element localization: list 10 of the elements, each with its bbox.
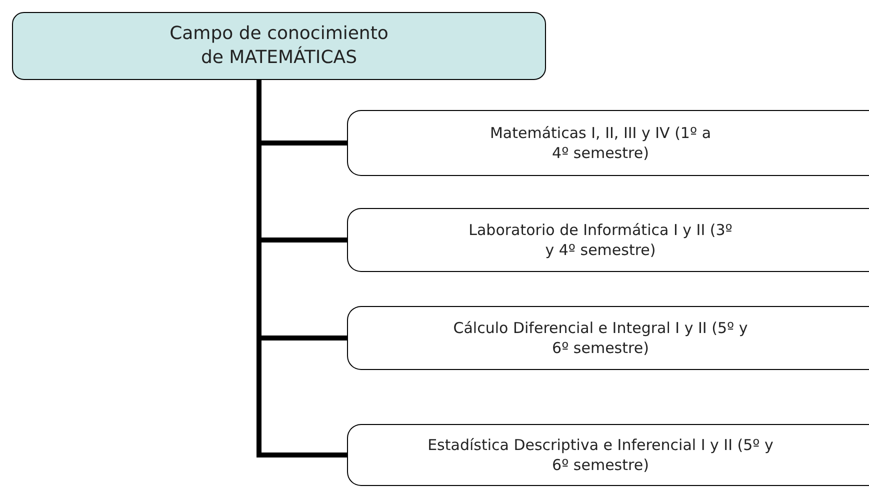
title-box [12,12,546,80]
course-box [347,208,869,272]
course-box [347,110,869,176]
course-text: Matemáticas I, II, III y IV (1º a 4º semestre) [488,122,712,164]
course-text: Cálculo Diferencial e Integral I y II (5º y 6º semestre) [452,318,749,358]
course-box [347,306,869,370]
course-text: Estadística Descriptiva e Inferencial I y II (5º y 6º semestre) [426,434,774,476]
title-text: Campo de conocimiento de MATEMÁTICAS [168,22,390,70]
course-box [347,424,869,486]
course-text: Laboratorio de Informática I y II (3º y 4º semestre) [468,220,734,260]
